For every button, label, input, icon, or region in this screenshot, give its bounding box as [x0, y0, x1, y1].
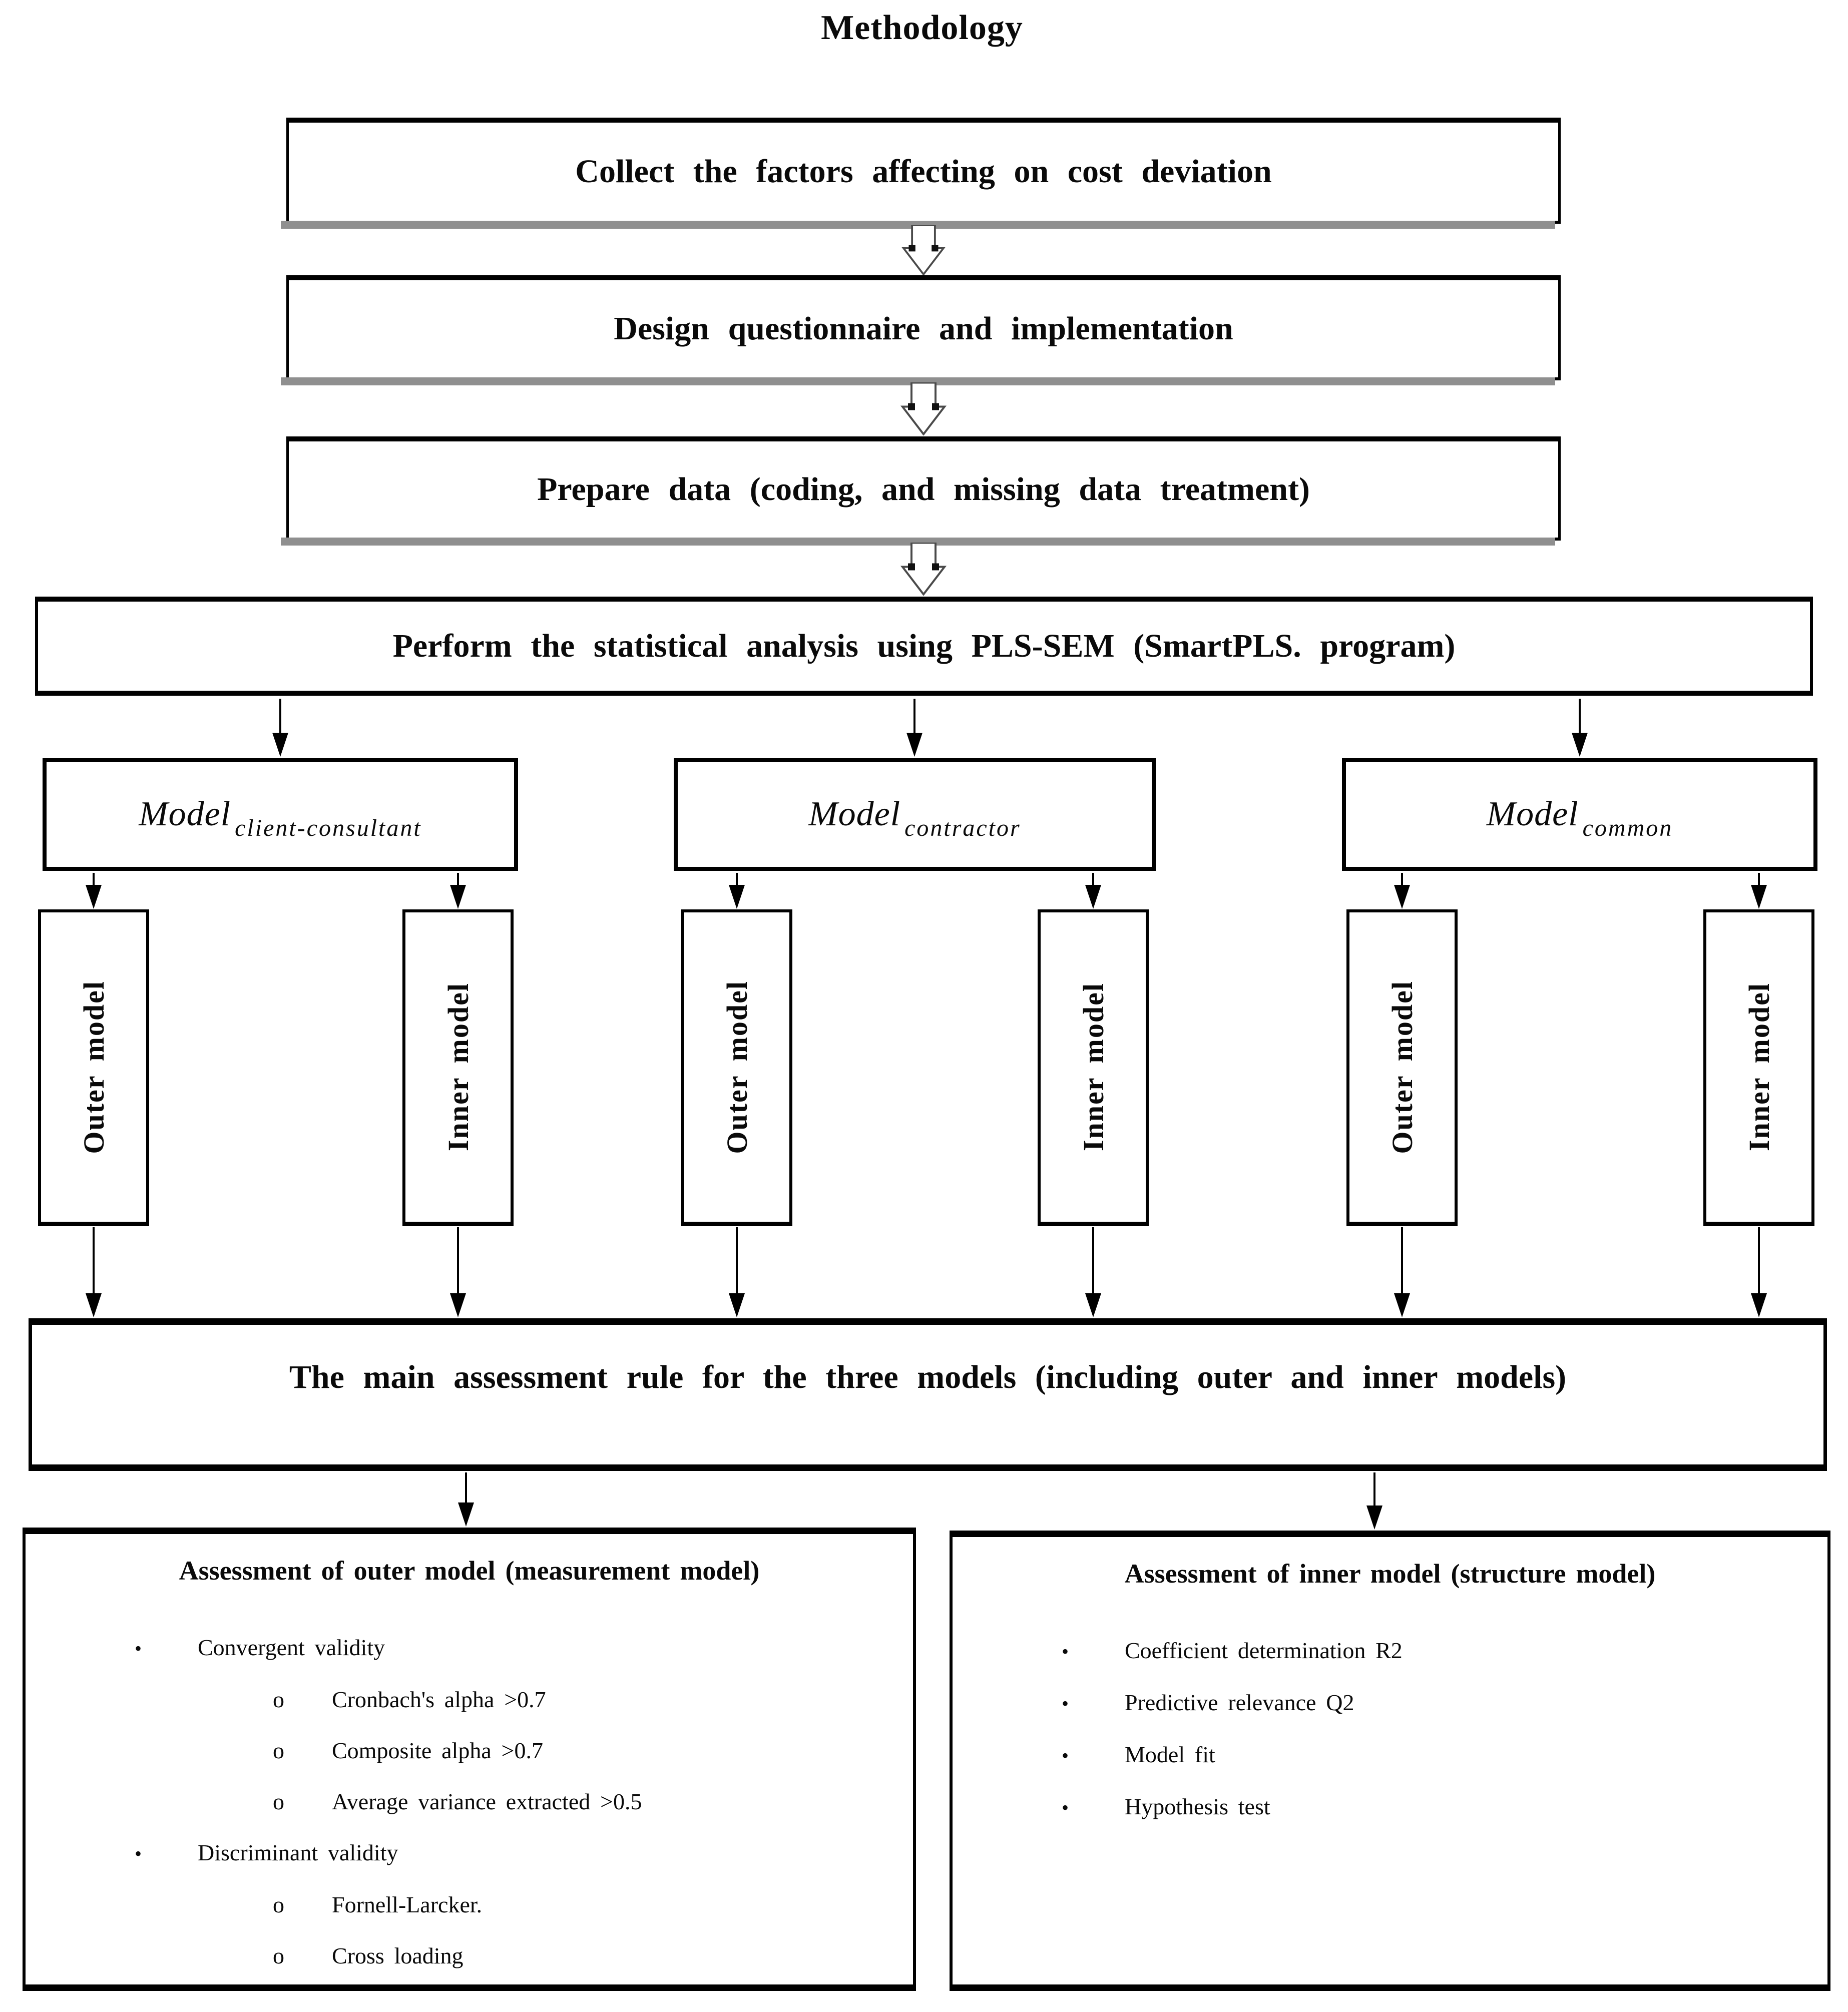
- inner-model-label: Inner model: [1742, 982, 1775, 1152]
- bullet-item: • Coefficient determination R2: [953, 1625, 1827, 1677]
- down-arrow-icon: [449, 1227, 467, 1317]
- main-assessment-rule-box: The main assessment rule for the three m…: [29, 1318, 1827, 1471]
- outer-model-label: Outer model: [77, 980, 110, 1154]
- model-subscript: contractor: [904, 815, 1021, 841]
- bullet-text: Average variance extracted >0.5: [332, 1789, 642, 1814]
- bullet-circle-icon: o: [273, 1943, 284, 1968]
- bullet-dot-icon: •: [135, 1842, 142, 1865]
- outer-model-label: Outer model: [720, 980, 753, 1154]
- down-arrow-icon: [1084, 873, 1102, 909]
- outer-model-label: Outer model: [1385, 980, 1419, 1154]
- bullet-text: Discriminant validity: [198, 1840, 398, 1865]
- bullet-item: • Model fit: [953, 1729, 1827, 1781]
- bullet-text: Coefficient determination R2: [1125, 1638, 1403, 1663]
- bullet-text: Hypothesis test: [1125, 1794, 1270, 1819]
- step-label: Design questionnaire and implementation: [614, 310, 1233, 347]
- bullet-item: o Cronbach's alpha >0.7: [26, 1674, 913, 1725]
- inner-model-box-3: Inner model: [1703, 909, 1814, 1226]
- down-arrow-icon: [449, 873, 467, 909]
- down-arrow-icon: [728, 1227, 746, 1317]
- bullet-dot-icon: •: [1062, 1744, 1069, 1767]
- bullet-text: Fornell-Larcker.: [332, 1892, 483, 1917]
- bullet-item: • Convergent validity: [26, 1622, 913, 1674]
- bullet-text: Predictive relevance Q2: [1125, 1690, 1354, 1715]
- bullet-text: Composite alpha >0.7: [332, 1738, 543, 1763]
- step-box-analysis: Perform the statistical analysis using P…: [35, 597, 1813, 696]
- inner-model-box-1: Inner model: [402, 909, 514, 1226]
- down-arrow-icon: [1571, 699, 1589, 757]
- block-down-arrow-icon: [901, 225, 946, 275]
- down-arrow-icon: [1393, 1227, 1411, 1317]
- down-arrow-icon: [1365, 1472, 1383, 1530]
- down-arrow-icon: [85, 873, 103, 909]
- outer-assessment-list: • Convergent validity o Cronbach's alpha >0…: [26, 1622, 913, 1981]
- bullet-circle-icon: o: [273, 1789, 284, 1814]
- model-base: Model: [808, 795, 901, 833]
- step-label: Prepare data (coding, and missing data t…: [537, 471, 1310, 508]
- outer-model-box-2: Outer model: [681, 909, 792, 1226]
- bullet-item: o Composite alpha >0.7: [26, 1725, 913, 1776]
- block-down-arrow-icon: [900, 543, 947, 596]
- main-assessment-rule-label: The main assessment rule for the three m…: [289, 1358, 1567, 1395]
- bullet-text: Cronbach's alpha >0.7: [332, 1687, 546, 1712]
- bullet-circle-icon: o: [273, 1738, 284, 1763]
- bullet-item: • Predictive relevance Q2: [953, 1677, 1827, 1729]
- step-box-prepare: Prepare data (coding, and missing data t…: [281, 436, 1561, 546]
- bullet-dot-icon: •: [135, 1637, 142, 1660]
- down-arrow-icon: [728, 873, 746, 909]
- inner-assessment-title: Assessment of inner model (structure mod…: [1124, 1559, 1656, 1589]
- down-arrow-icon: [271, 699, 289, 757]
- inner-model-box-2: Inner model: [1038, 909, 1149, 1226]
- model-subscript: client-consultant: [235, 815, 422, 841]
- outer-assessment-title: Assessment of outer model (measurement m…: [179, 1556, 760, 1586]
- bullet-item: o Cross loading: [26, 1930, 913, 1981]
- inner-model-label: Inner model: [441, 982, 475, 1152]
- model-base: Model: [1486, 795, 1579, 833]
- bullet-text: Cross loading: [332, 1943, 464, 1968]
- model-subscript: common: [1582, 815, 1673, 841]
- down-arrow-icon: [1750, 873, 1768, 909]
- step-label: Collect the factors affecting on cost de…: [575, 153, 1272, 190]
- down-arrow-icon: [1393, 873, 1411, 909]
- bullet-text: Convergent validity: [198, 1635, 385, 1660]
- down-arrow-icon: [1084, 1227, 1102, 1317]
- outer-model-box-3: Outer model: [1346, 909, 1458, 1226]
- page-title: Methodology: [821, 9, 1023, 47]
- bullet-item: • Hypothesis test: [953, 1781, 1827, 1833]
- bullet-item: o Fornell-Larcker.: [26, 1879, 913, 1930]
- inner-assessment-list: • Coefficient determination R2 • Predictive…: [953, 1625, 1827, 1833]
- bullet-dot-icon: •: [1062, 1692, 1069, 1715]
- down-arrow-icon: [457, 1472, 475, 1527]
- bullet-item: o Average variance extracted >0.5: [26, 1776, 913, 1827]
- down-arrow-icon: [1750, 1227, 1768, 1317]
- step-box-collect: Collect the factors affecting on cost de…: [281, 118, 1561, 229]
- bullet-dot-icon: •: [1062, 1796, 1069, 1819]
- bullet-item: • Discriminant validity: [26, 1827, 913, 1879]
- down-arrow-icon: [85, 1227, 103, 1317]
- model-base: Model: [139, 795, 231, 833]
- bullet-dot-icon: •: [1062, 1640, 1069, 1663]
- block-down-arrow-icon: [900, 382, 947, 435]
- outer-model-box-1: Outer model: [38, 909, 149, 1226]
- inner-model-label: Inner model: [1077, 982, 1110, 1152]
- bullet-circle-icon: o: [273, 1892, 284, 1917]
- outer-assessment-box: Assessment of outer model (measurement m…: [23, 1528, 916, 1991]
- down-arrow-icon: [905, 699, 923, 757]
- step-label: Perform the statistical analysis using P…: [392, 628, 1456, 665]
- step-box-design: Design questionnaire and implementation: [281, 275, 1561, 385]
- inner-assessment-box: Assessment of inner model (structure mod…: [950, 1531, 1830, 1991]
- bullet-text: Model fit: [1125, 1742, 1215, 1767]
- bullet-circle-icon: o: [273, 1687, 284, 1712]
